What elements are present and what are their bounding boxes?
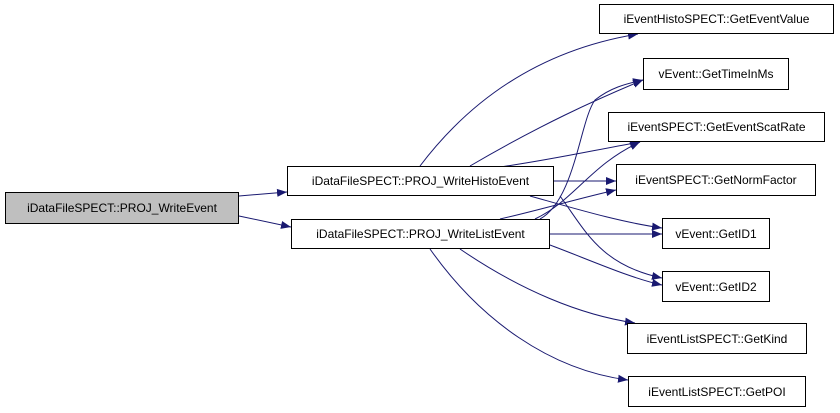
edge-root-to-write-histo <box>238 188 288 197</box>
edge-root-to-write-list <box>238 215 292 229</box>
node-get-kind[interactable]: iEventListSPECT::GetKind <box>627 323 807 354</box>
edge-write-histo-to-get-time-in-ms <box>469 79 644 167</box>
node-get-id2[interactable]: vEvent::GetID2 <box>662 271 770 302</box>
node-get-poi[interactable]: iEventListSPECT::GetPOI <box>628 376 806 407</box>
node-get-event-value-label: iEventHistoSPECT::GetEventValue <box>623 12 810 26</box>
edge-write-histo-to-get-id1 <box>529 195 663 231</box>
node-get-poi-label: iEventListSPECT::GetPOI <box>648 384 786 399</box>
node-get-norm-factor-label: iEventSPECT::GetNormFactor <box>635 173 797 187</box>
node-get-time-in-ms-label: vEvent::GetTimeInMs <box>658 67 774 81</box>
node-get-norm-factor[interactable]: iEventSPECT::GetNormFactor <box>616 164 816 196</box>
edge-write-list-to-get-norm-factor <box>499 188 617 220</box>
node-get-id1[interactable]: vEvent::GetID1 <box>662 218 770 249</box>
node-get-event-value[interactable]: iEventHistoSPECT::GetEventValue <box>599 4 834 34</box>
node-get-time-in-ms[interactable]: vEvent::GetTimeInMs <box>643 58 789 90</box>
edge-write-list-to-get-event-scat-rate <box>534 141 641 220</box>
node-get-id1-label: vEvent::GetID1 <box>675 226 757 241</box>
node-write-histo-event[interactable]: iDataFileSPECT::PROJ_WriteHistoEvent <box>287 166 554 196</box>
node-root[interactable]: iDataFileSPECT::PROJ_WriteEvent <box>5 192 239 224</box>
edges-layer <box>238 31 663 383</box>
node-write-histo-event-label: iDataFileSPECT::PROJ_WriteHistoEvent <box>311 174 530 188</box>
edge-write-list-to-get-kind <box>459 248 636 326</box>
node-get-kind-label: iEventListSPECT::GetKind <box>646 331 788 346</box>
edge-write-histo-to-get-id2 <box>559 195 663 280</box>
edge-write-list-to-get-poi <box>429 248 629 383</box>
node-write-list-event-label: iDataFileSPECT::PROJ_WriteListEvent <box>316 227 525 241</box>
node-write-list-event[interactable]: iDataFileSPECT::PROJ_WriteListEvent <box>291 219 550 249</box>
node-get-event-scat-rate-label: iEventSPECT::GetEventScatRate <box>627 120 806 134</box>
edge-write-list-to-get-id2 <box>549 244 663 287</box>
edge-write-list-to-get-time-in-ms <box>539 78 644 220</box>
edge-write-histo-to-get-event-scat-rate <box>499 139 641 168</box>
node-get-event-scat-rate[interactable]: iEventSPECT::GetEventScatRate <box>608 112 825 142</box>
node-root-label: iDataFileSPECT::PROJ_WriteEvent <box>27 201 217 215</box>
edge-write-histo-to-get-event-value <box>419 31 639 167</box>
node-get-id2-label: vEvent::GetID2 <box>675 279 757 294</box>
